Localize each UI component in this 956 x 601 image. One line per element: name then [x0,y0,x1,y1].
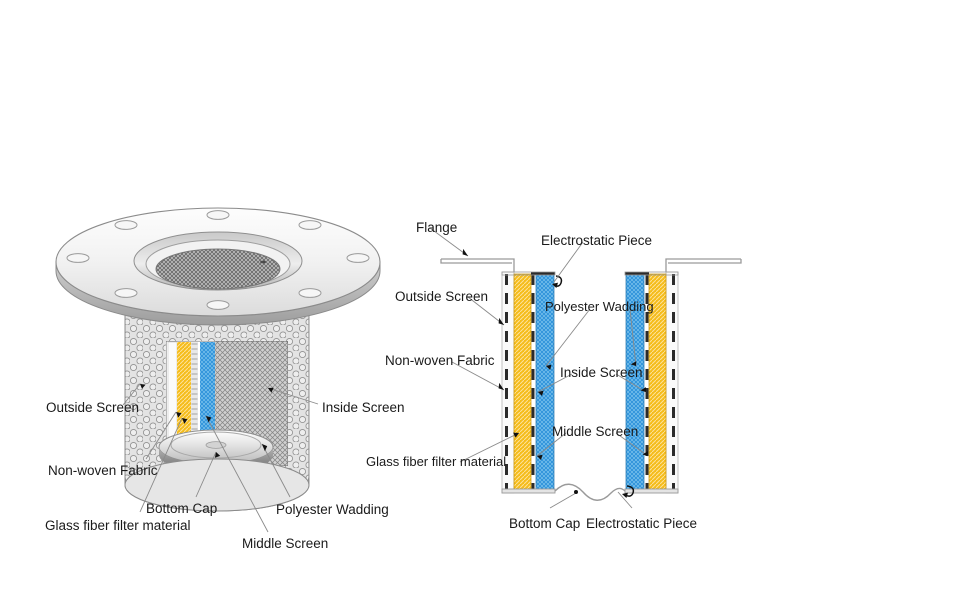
label-glass-fiber-section: Glass fiber filter material [366,454,507,469]
cylinder-base-ring [124,458,310,512]
label-electrostatic-piece-top: Electrostatic Piece [541,233,653,248]
bottom-cap-section [554,483,635,501]
label-flange-section: Flange [416,220,458,235]
left-leader-lines [122,383,319,533]
label-middle-screen-3d: Middle Screen [242,536,329,551]
section-wall-left [501,271,563,494]
label-bottom-cap-3d: Bottom Cap [146,501,218,516]
label-glass-fiber-3d: Glass fiber filter material [45,518,191,533]
flange-bolt-holes [66,210,370,310]
label-non-woven-fabric-section: Non-woven Fabric [385,353,495,368]
label-non-woven-fabric-3d: Non-woven Fabric [48,463,158,478]
right-cross-section [429,227,742,509]
label-bottom-cap-section: Bottom Cap [509,516,581,531]
right-leader-lines [429,227,649,509]
top-flange-3d [55,207,381,326]
flange-arms [440,258,742,272]
label-outside-screen-3d: Outside Screen [46,400,140,415]
label-inside-screen-3d: Inside Screen [322,400,405,415]
label-middle-screen-section: Middle Screen [552,424,639,439]
label-inside-screen-section: Inside Screen [560,365,643,380]
left-3d-filter [55,207,381,533]
label-outside-screen-section: Outside Screen [395,289,489,304]
label-polyester-wadding-3d: Polyester Wadding [276,502,389,517]
label-polyester-wadding-section: Polyester Wadding [545,299,654,314]
label-electrostatic-piece-bottom: Electrostatic Piece [586,516,698,531]
section-wall-right [624,271,679,494]
